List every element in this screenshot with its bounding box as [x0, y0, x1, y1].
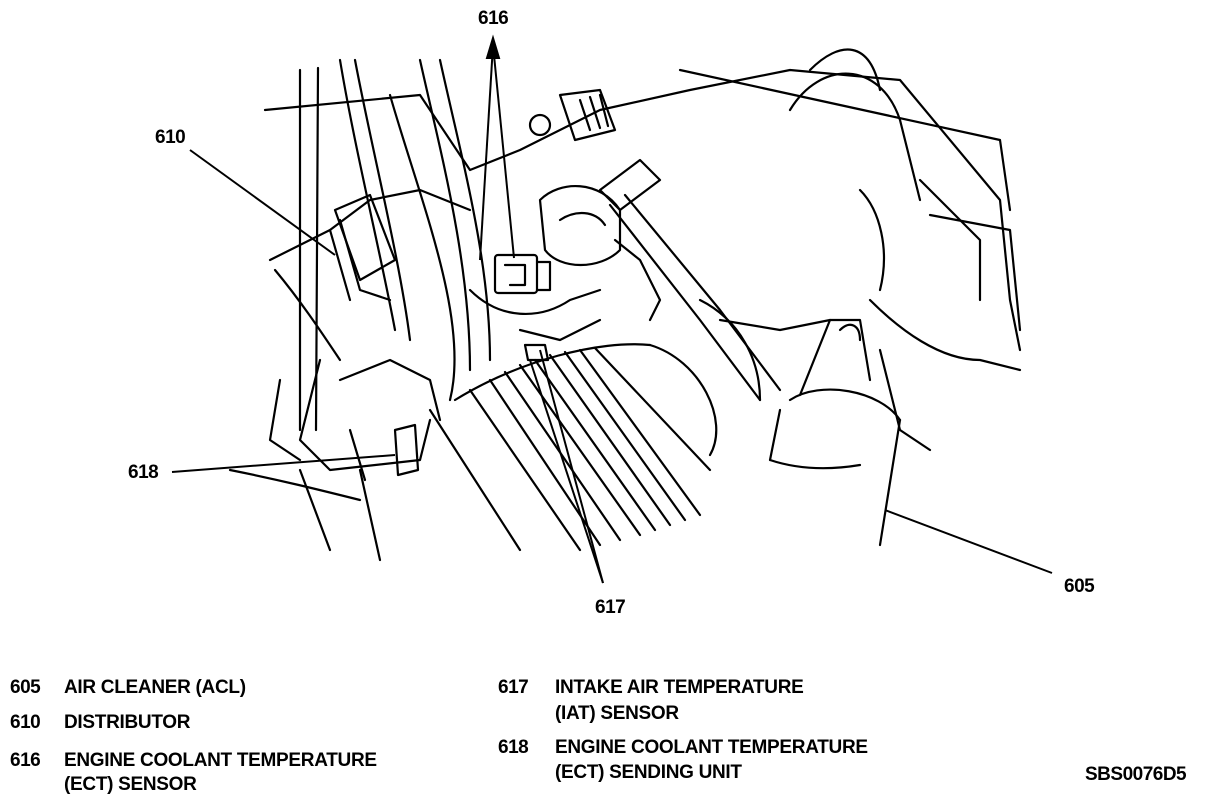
leader-line-617a — [539, 349, 604, 584]
leader-line-616b — [492, 44, 515, 259]
figure-id: SBS0076D5 — [1085, 764, 1187, 785]
leader-lines — [171, 34, 1053, 584]
leader-line-618 — [171, 454, 396, 473]
iat-sensor-drawing — [518, 158, 782, 402]
callout-616: 616 — [478, 8, 509, 29]
legend-label: ENGINE COOLANT TEMPERATURE — [64, 750, 377, 771]
leader-line-616a — [479, 44, 494, 261]
callout-610: 610 — [155, 127, 186, 148]
legend-label: ENGINE COOLANT TEMPERATURE — [555, 737, 868, 758]
air-cleaner-drawing — [768, 318, 902, 547]
legend-number: 610 — [10, 712, 41, 733]
legend-label-line2: (ECT) SENSOR — [64, 774, 197, 795]
leader-line-617b — [529, 359, 604, 584]
leader-line-605 — [884, 509, 1053, 574]
legend-number: 616 — [10, 750, 41, 771]
legend-number: 618 — [498, 737, 529, 758]
legend-label: DISTRIBUTOR — [64, 712, 191, 733]
air-intake-duct-drawing — [428, 343, 718, 552]
legend-number: 617 — [498, 677, 529, 698]
legend-label-line2: (ECT) SENDING UNIT — [555, 762, 742, 783]
callout-605: 605 — [1064, 576, 1095, 597]
legend-label-line2: (IAT) SENSOR — [555, 703, 679, 724]
callout-618: 618 — [128, 462, 159, 483]
callout-617: 617 — [595, 597, 626, 618]
legend-label: AIR CLEANER (ACL) — [64, 677, 246, 698]
leader-line-610 — [189, 149, 336, 256]
engine-block-outline — [263, 48, 1022, 452]
ect-sensor-drawing — [468, 88, 622, 316]
legend-label: INTAKE AIR TEMPERATURE — [555, 677, 804, 698]
legend-number: 605 — [10, 677, 41, 698]
distributor-drawing — [228, 193, 442, 562]
engine-line-drawing — [171, 34, 1053, 584]
arrowhead-616 — [485, 34, 501, 59]
